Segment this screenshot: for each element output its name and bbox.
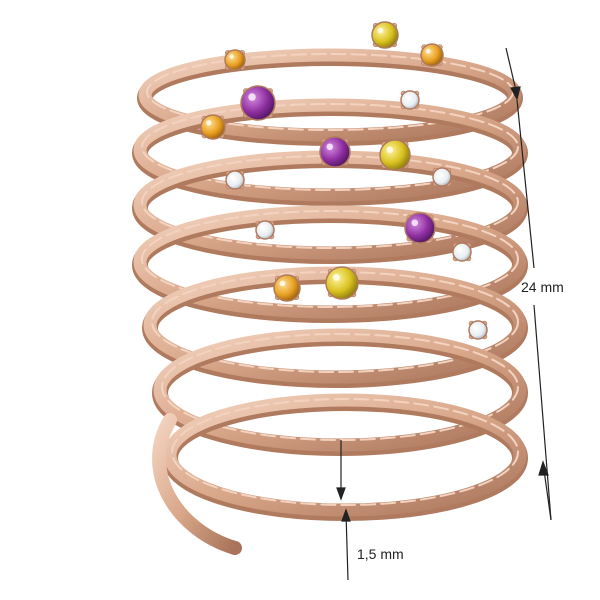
thickness-dimension <box>336 440 351 581</box>
citrine-stone <box>420 43 444 67</box>
stone-face <box>224 49 246 71</box>
stone-sparkle <box>456 246 461 251</box>
stone-sparkle <box>332 273 340 281</box>
diamond-stone <box>468 320 488 340</box>
stone-face <box>225 170 245 190</box>
stone-face <box>468 320 488 340</box>
stone-face <box>273 274 301 302</box>
height-label: 24 mm <box>521 279 564 295</box>
coil-highlight <box>161 333 519 441</box>
height-arrow-bottom <box>542 462 552 521</box>
diamond-stone <box>452 242 472 262</box>
diamond-stone <box>400 90 420 110</box>
stone-sparkle <box>472 324 477 329</box>
stone-sparkle <box>404 94 409 99</box>
height-line-lower <box>533 304 552 521</box>
coil-highlight <box>141 210 519 308</box>
stone-sparkle <box>425 48 431 54</box>
stone-sparkle <box>206 120 212 126</box>
height-line-upper <box>516 99 535 269</box>
amethyst-stone <box>404 212 436 244</box>
stone-face <box>371 21 399 49</box>
stone-face <box>319 136 351 168</box>
stone-face <box>200 114 226 140</box>
stone-face <box>379 139 411 171</box>
height-arrowhead-top <box>510 86 521 101</box>
stone-sparkle <box>411 219 419 227</box>
citrine-stone <box>200 114 226 140</box>
stone-sparkle <box>229 54 234 59</box>
stone-sparkle <box>279 280 286 287</box>
stone-sparkle <box>386 146 394 154</box>
yellow-sapphire-stone <box>371 21 399 49</box>
yellow-sapphire-stone <box>325 266 359 300</box>
amethyst-stone <box>240 85 276 121</box>
gemstones <box>200 21 488 340</box>
stone-face <box>255 220 275 240</box>
stone-face <box>325 266 359 300</box>
stone-face <box>452 242 472 262</box>
thickness-arrowhead-top <box>336 487 346 501</box>
thickness-label: 1,5 mm <box>357 546 404 562</box>
stone-sparkle <box>436 171 441 176</box>
citrine-stone <box>224 49 246 71</box>
stone-face <box>420 43 444 67</box>
stone-sparkle <box>229 174 234 179</box>
diamond-stone <box>255 220 275 240</box>
height-dimension <box>505 47 552 521</box>
thickness-arrowhead-bottom <box>341 508 351 522</box>
amethyst-stone <box>319 136 351 168</box>
thickness-line-bottom <box>345 512 349 581</box>
coil-highlight <box>171 398 519 506</box>
stone-face <box>432 167 452 187</box>
stone-sparkle <box>326 143 334 151</box>
stone-sparkle <box>259 224 264 229</box>
stone-sparkle <box>377 27 384 34</box>
citrine-stone <box>273 274 301 302</box>
stone-face <box>404 212 436 244</box>
stone-face <box>400 90 420 110</box>
diamond-stone <box>432 167 452 187</box>
coil-highlight <box>141 103 519 191</box>
yellow-sapphire-stone <box>379 139 411 171</box>
diamond-stone <box>225 170 245 190</box>
coil <box>133 98 527 202</box>
coil-tail <box>152 413 242 555</box>
stone-face <box>240 85 276 121</box>
stone-sparkle <box>248 93 256 101</box>
ring-coils <box>132 48 528 555</box>
